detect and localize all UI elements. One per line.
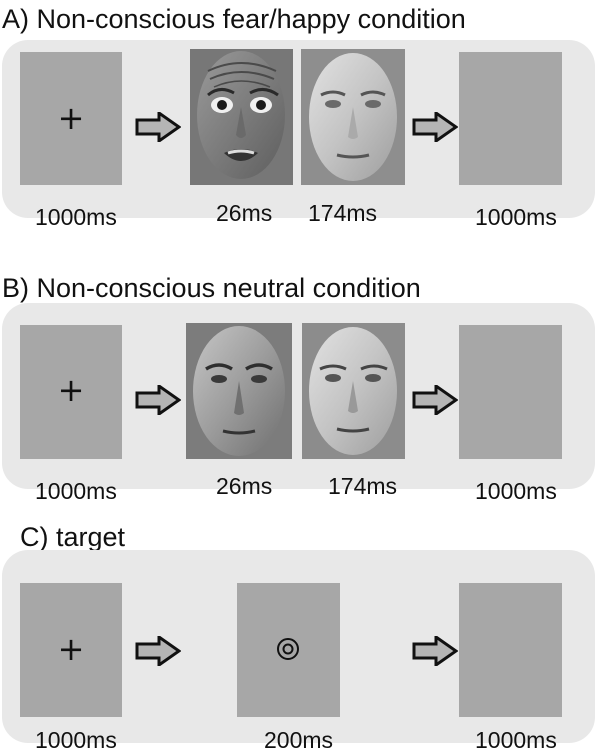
fixation-screen: +: [20, 325, 122, 459]
right-arrow-icon: [135, 385, 181, 415]
right-arrow-icon: [412, 385, 458, 415]
duration-label: 200ms: [264, 727, 334, 753]
duration-label: 174ms: [308, 200, 378, 226]
fixation-screen: +: [20, 583, 122, 717]
fixation-cross: +: [57, 630, 85, 668]
duration-label: 26ms: [216, 200, 273, 226]
duration-label: 1000ms: [35, 478, 117, 504]
fearful-face-image: [190, 49, 293, 185]
duration-label: 26ms: [216, 473, 273, 499]
mask-face-image: [301, 49, 405, 185]
duration-label: 1000ms: [475, 204, 557, 230]
duration-label: 1000ms: [35, 204, 117, 230]
blank-screen: [459, 325, 562, 459]
right-arrow-icon: [412, 112, 458, 142]
fixation-cross: +: [57, 371, 85, 409]
right-arrow-icon: [135, 112, 181, 142]
right-arrow-icon: [412, 636, 458, 666]
panel-b: + 1000ms 26ms 174ms 1000ms: [2, 303, 595, 504]
panel-c: + 1000ms 200ms 1000ms: [2, 550, 595, 753]
neutral-face-image: [186, 323, 292, 459]
blank-screen: [459, 583, 562, 717]
target-circles-icon: [276, 637, 300, 661]
mask-face-image: [302, 323, 405, 459]
target-screen: [237, 583, 340, 717]
panel-b-heading: B) Non-conscious neutral condition: [2, 273, 421, 303]
panel-a: +: [2, 40, 595, 230]
right-arrow-icon: [135, 636, 181, 666]
duration-label: 174ms: [328, 473, 398, 499]
duration-label: 1000ms: [475, 478, 557, 504]
fixation-cross: +: [57, 99, 85, 137]
fixation-screen: +: [20, 52, 122, 185]
panel-c-heading: C) target: [20, 522, 126, 552]
duration-label: 1000ms: [35, 727, 117, 753]
blank-screen: [459, 52, 562, 185]
panel-a-heading: A) Non-conscious fear/happy condition: [2, 4, 466, 34]
duration-label: 1000ms: [475, 727, 557, 753]
